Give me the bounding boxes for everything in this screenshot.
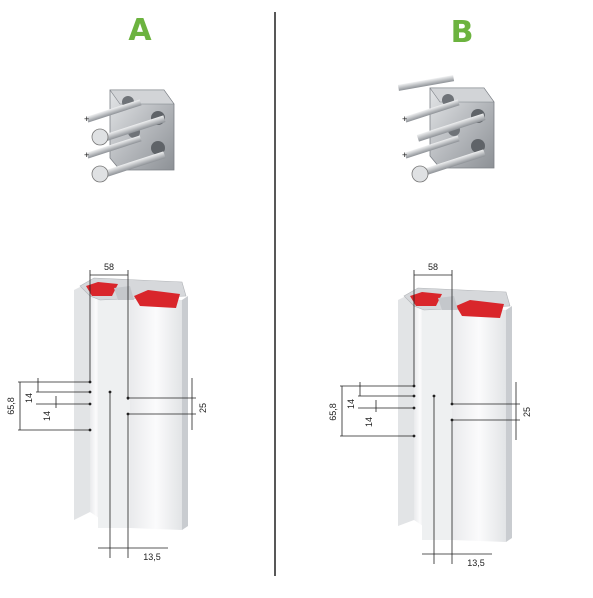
gasket-right	[456, 300, 504, 318]
dim-width-top: 58	[428, 262, 438, 272]
window-profile	[398, 287, 512, 542]
svg-text:+: +	[84, 114, 89, 124]
screw-icon	[411, 149, 486, 183]
dim-spacing-2: 14	[42, 411, 52, 421]
dimension-points	[88, 380, 454, 438]
panel-title-b: B	[451, 15, 474, 50]
mounting-bracket-icon: + +	[84, 89, 175, 183]
panel-title-a: A	[128, 13, 152, 48]
gasket-right	[134, 290, 180, 308]
screw-icon	[91, 151, 166, 183]
dim-spacing-1: 14	[346, 399, 356, 409]
screw-icon	[416, 113, 486, 142]
dim-offset-bottom: 13,5	[143, 552, 161, 562]
panel-a: A + +	[6, 13, 208, 562]
screw-icon: +	[84, 99, 142, 124]
screw-icon: +	[402, 99, 460, 124]
dim-offset-bottom: 13,5	[467, 558, 485, 568]
dim-spacing-1: 14	[24, 393, 34, 403]
gasket-left	[86, 282, 118, 296]
screw-icon	[91, 115, 166, 146]
svg-text:+: +	[84, 150, 89, 160]
screw-icon	[397, 75, 455, 91]
dim-width-top: 58	[104, 262, 114, 272]
dimension-lines-a	[18, 270, 196, 558]
mounting-bracket-icon: + +	[397, 75, 495, 183]
dim-spacing-2: 14	[364, 417, 374, 427]
screw-icon: +	[402, 135, 460, 160]
dimension-lines-b	[340, 270, 520, 564]
dim-offset-right: 25	[522, 407, 532, 417]
gasket-left	[410, 292, 442, 306]
dim-height-total: 65,8	[6, 397, 16, 415]
dim-offset-right: 25	[198, 403, 208, 413]
svg-text:+: +	[402, 114, 407, 124]
panel-b: B + +	[328, 15, 532, 568]
svg-text:+: +	[402, 150, 407, 160]
screw-icon: +	[84, 135, 142, 160]
dim-height-total: 65,8	[328, 403, 338, 421]
